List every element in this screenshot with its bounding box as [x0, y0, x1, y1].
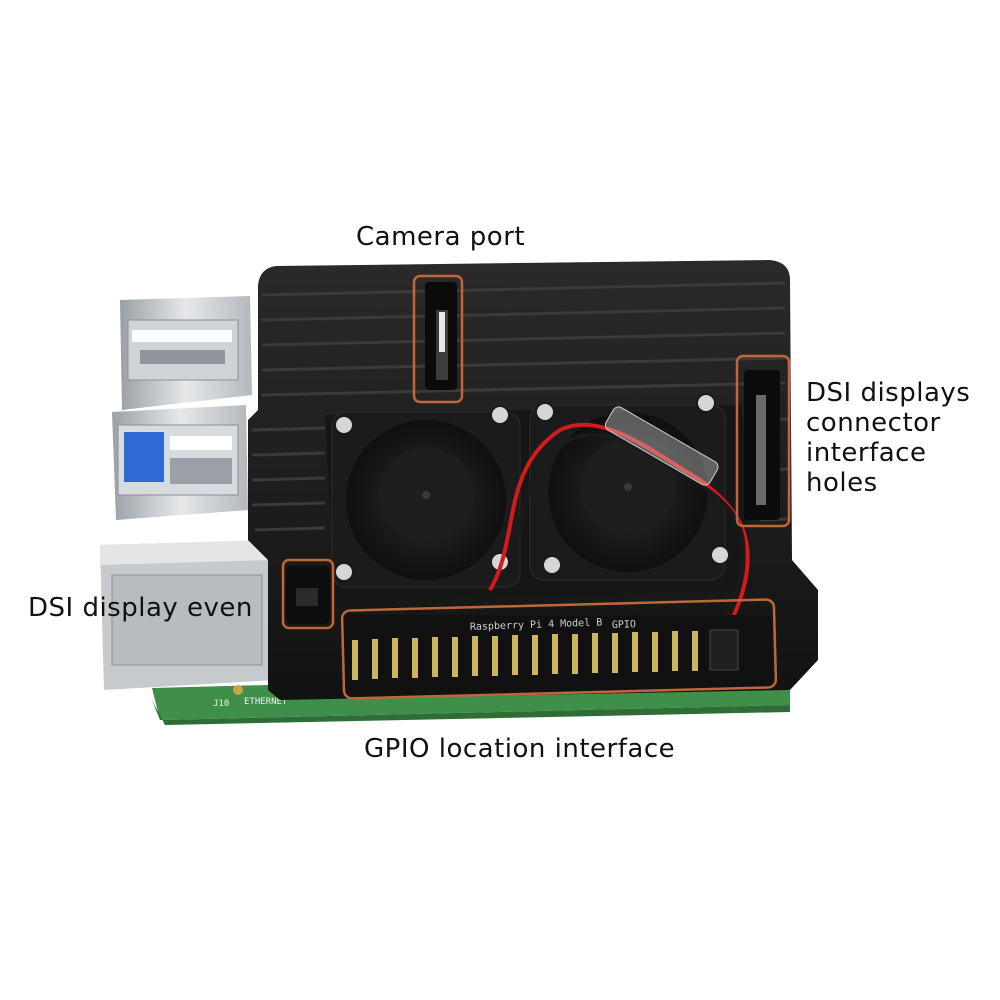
dsi-display-jack [286, 566, 330, 624]
dsi-connector-slot [744, 370, 780, 520]
pcb-gpio-text: GPIO [612, 619, 636, 631]
fan-screws [334, 393, 730, 582]
camera-port-label: Camera port [356, 222, 526, 252]
cooling-fan-right [529, 404, 726, 581]
usb-port-top [120, 296, 252, 410]
fan-power-wires [488, 406, 750, 632]
pcb-model-text: Raspberry Pi 4 Model B [470, 617, 603, 633]
gpio-header: Raspberry Pi 4 Model B GPIO [342, 615, 772, 690]
dsi-connector-label-line4: holes [806, 468, 878, 498]
highlight-camera-port [412, 274, 464, 404]
dsi-connector-label-line1: DSI displays [806, 378, 971, 408]
ethernet-port [100, 540, 276, 690]
dsi-connector-label-line3: interface [806, 438, 927, 468]
dsi-connector-label-line2: connector [806, 408, 941, 438]
usb3-port-middle [112, 405, 248, 520]
gpio-label: GPIO location interface [364, 734, 676, 764]
highlight-dsi-display-even [281, 558, 335, 630]
highlight-boxes [281, 274, 791, 700]
camera-port-slot [425, 282, 457, 390]
heatsink-fins [251, 281, 791, 532]
pcb-ethernet-text: ETHERNET [244, 697, 288, 707]
highlight-gpio [340, 598, 778, 700]
cooling-fan-left [331, 411, 521, 588]
dsi-connector-label: DSI displays connector interface holes [806, 378, 970, 498]
gpio-pins [352, 631, 698, 680]
highlight-dsi-connector [735, 354, 791, 528]
pcb-j10-text: J10 [213, 699, 229, 709]
dsi-display-even-label: DSI display even [28, 593, 253, 623]
